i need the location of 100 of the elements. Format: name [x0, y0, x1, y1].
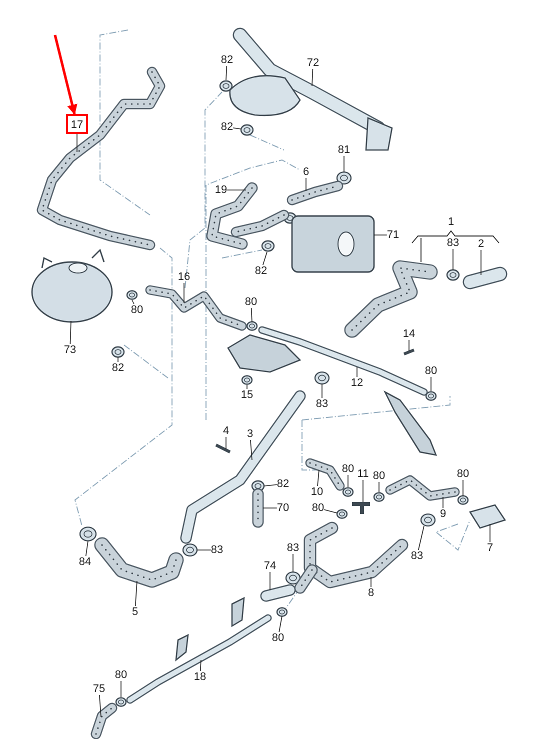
callout-number: 5 — [132, 606, 138, 618]
oil-cooler — [291, 215, 375, 273]
callout-number: 83 — [210, 544, 224, 556]
callout-number: 9 — [440, 508, 446, 520]
callout-number: 82 — [112, 362, 124, 374]
hose-clamp — [276, 607, 288, 617]
callout-number: 82 — [254, 265, 268, 277]
callout-number: 6 — [302, 166, 310, 178]
leader-line — [292, 554, 294, 572]
hose-clamp — [336, 509, 348, 519]
leader-line — [120, 680, 122, 698]
arrow — [54, 34, 78, 115]
callout-number: 73 — [64, 344, 76, 356]
hose-clamp — [446, 269, 460, 281]
callout-number: 71 — [386, 229, 400, 241]
coolant-hose — [90, 702, 118, 739]
callout-number: 80 — [424, 365, 438, 377]
callout-number: 3 — [246, 428, 254, 440]
leader-line — [356, 366, 358, 378]
hose-clamp — [373, 492, 385, 502]
callout-number: 19 — [214, 184, 228, 196]
coolant-hose — [206, 182, 290, 250]
callout-number: 72 — [306, 57, 320, 69]
connector-piece — [468, 504, 506, 529]
leader-line — [262, 252, 268, 266]
leader-line — [418, 526, 424, 550]
coolant-hose — [286, 180, 344, 206]
callout-number: 75 — [92, 683, 106, 695]
leader-line — [250, 440, 252, 460]
callout-number: 82 — [276, 478, 290, 490]
leader-line — [408, 340, 410, 352]
callout-number: 80 — [272, 632, 284, 644]
leader-line — [246, 384, 248, 390]
hose-clamp — [457, 495, 469, 505]
callout-number: 83 — [316, 398, 328, 410]
callout-number: 83 — [410, 550, 424, 562]
leader-line — [134, 580, 138, 606]
leader-line — [480, 250, 482, 276]
leader-line — [452, 248, 454, 270]
hose-clamp — [342, 487, 354, 497]
leader-line — [430, 376, 432, 392]
callout-number: 82 — [220, 121, 234, 133]
callout-number: 74 — [264, 560, 276, 572]
coolant-hose — [94, 537, 184, 588]
callout-number: 14 — [402, 328, 416, 340]
callout-number: 12 — [350, 377, 364, 389]
leader-line — [232, 127, 242, 130]
hose-clamp — [285, 571, 301, 585]
leader-line — [378, 482, 380, 492]
leader-line — [264, 484, 278, 486]
leader-line — [362, 480, 364, 502]
expansion-tank — [31, 248, 113, 323]
callout-number: 80 — [130, 304, 144, 316]
leader-line — [70, 320, 72, 344]
leader-line — [99, 694, 102, 718]
callout-number: 80 — [114, 669, 128, 681]
hose-clamp — [420, 513, 436, 527]
callout-number: 8 — [368, 587, 374, 599]
callout-number: 7 — [486, 542, 494, 554]
callout-number: 81 — [338, 144, 350, 156]
callout-number: 18 — [194, 671, 206, 683]
coolant-hose — [36, 66, 166, 250]
leader-line — [85, 540, 88, 556]
coolant-pipe — [227, 326, 438, 456]
coolant-hose — [145, 285, 247, 331]
coolant-pipe — [260, 584, 296, 602]
leader-line — [226, 66, 228, 80]
coolant-pipe — [180, 390, 306, 544]
t-connector — [350, 502, 372, 516]
callout-number: 2 — [478, 238, 484, 250]
leader-line — [312, 68, 314, 86]
hose-clamp — [79, 526, 97, 542]
hose-clamp — [336, 171, 352, 185]
callout-number: 15 — [240, 389, 254, 401]
leader-line — [462, 480, 464, 496]
leader-line — [76, 134, 78, 152]
callout-number: 1 — [448, 216, 454, 228]
hose-connector — [462, 266, 508, 290]
hose-clamp — [115, 697, 127, 707]
leader-line — [442, 496, 444, 508]
callout-number: 82 — [220, 54, 234, 66]
hose-clamp — [246, 321, 258, 331]
leader-line — [250, 308, 252, 322]
hose-clamp — [111, 346, 125, 358]
leader-line — [132, 300, 134, 304]
callout-number: 70 — [276, 502, 290, 514]
callout-number: 4 — [222, 425, 230, 437]
hose-clamp — [126, 290, 138, 300]
hose-clamp — [182, 543, 198, 557]
coolant-pipe — [126, 596, 272, 704]
callout-number: 80 — [342, 463, 354, 475]
callout-number: 80 — [456, 468, 470, 480]
leader-line — [370, 576, 372, 588]
callout-number: 80 — [244, 296, 258, 308]
callout-number: 83 — [446, 237, 460, 249]
callout-number: 11 — [357, 468, 369, 480]
leader-line — [324, 509, 338, 514]
callout-number: 80 — [312, 502, 324, 514]
leader-line — [374, 234, 388, 236]
leader-line — [317, 470, 320, 486]
